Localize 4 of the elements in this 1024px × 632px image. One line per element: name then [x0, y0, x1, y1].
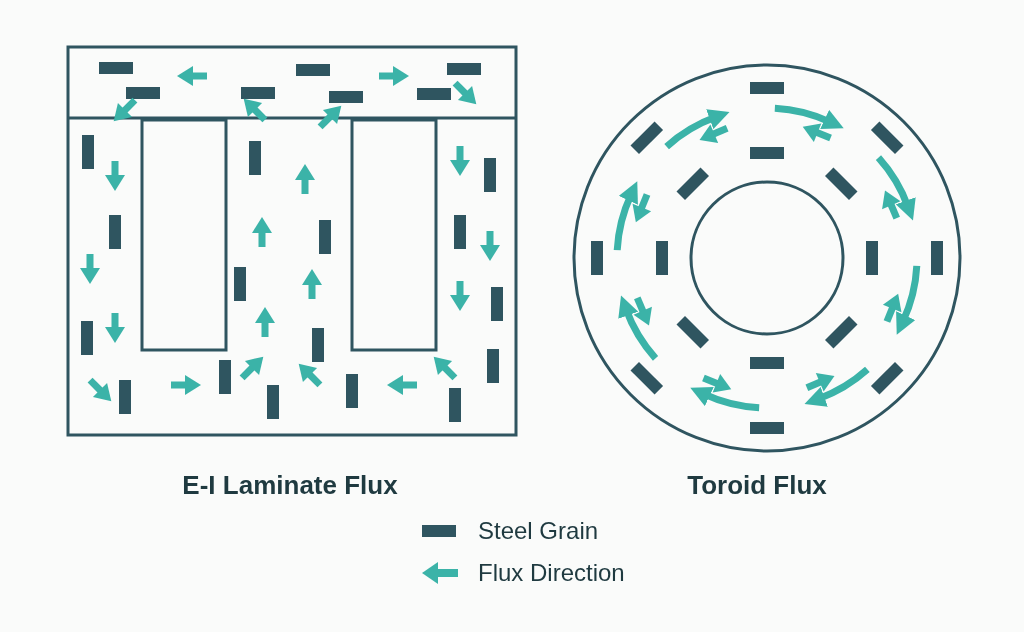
legend-label: Flux Direction	[478, 559, 625, 587]
legend-label: Steel Grain	[478, 517, 599, 545]
diagram-caption: Toroid Flux	[687, 470, 827, 501]
diagram-caption: E-I Laminate Flux	[182, 470, 398, 501]
